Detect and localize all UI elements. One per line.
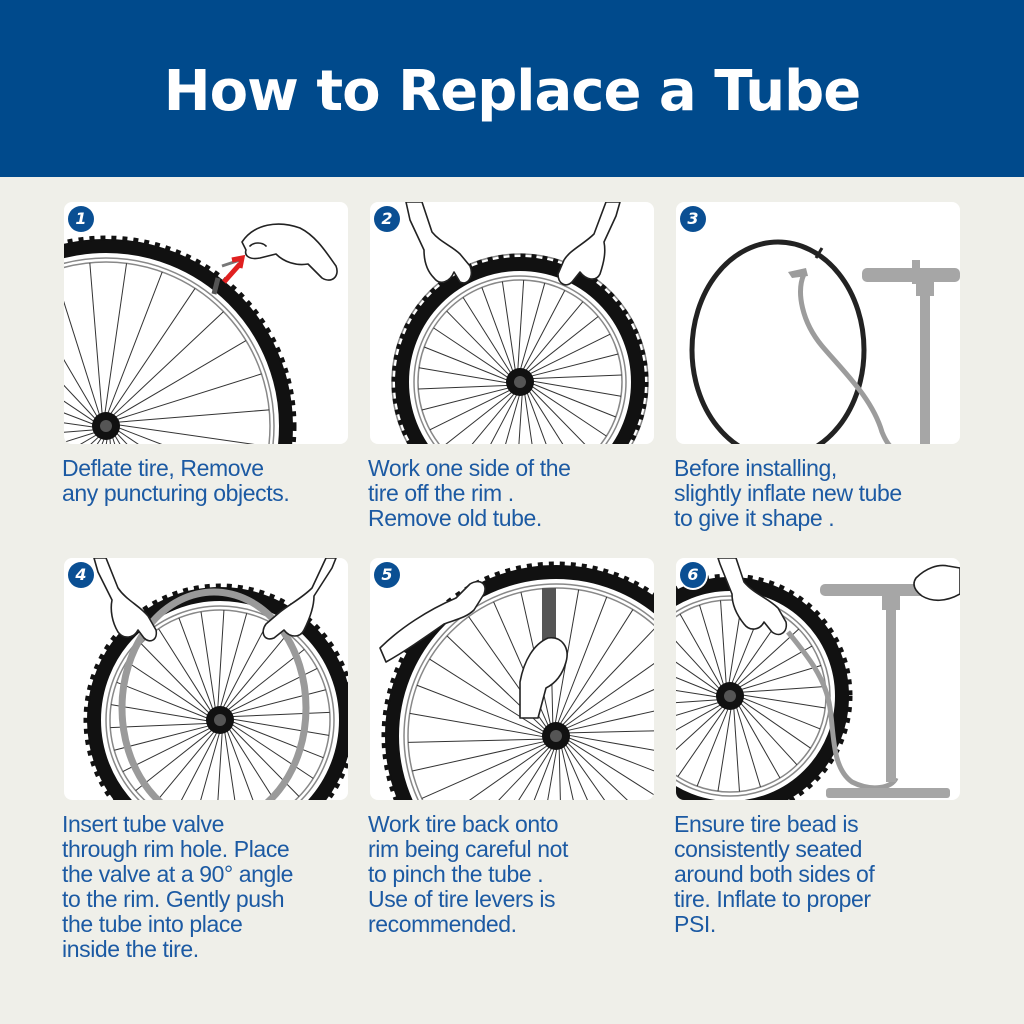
deflate-tire-illustration xyxy=(64,223,338,444)
insert-tube-illustration xyxy=(83,558,348,800)
step-5-caption: Work tire back onto rim being careful no… xyxy=(368,811,568,937)
step-4-number-badge: 4 xyxy=(68,562,94,588)
step-4-panel: 4 xyxy=(64,558,348,800)
step-3-caption: Before installing, slightly inflate new … xyxy=(674,455,902,531)
remove-tire-illustration xyxy=(391,202,649,444)
header-banner: How to Replace a Tube xyxy=(0,0,1024,177)
step-3-number-badge: 3 xyxy=(680,206,706,232)
step-6: 6 Ensure tire bead is consistently seate… xyxy=(674,558,960,937)
step-1-caption: Deflate tire, Remove any puncturing obje… xyxy=(62,455,290,506)
step-4: 4 Insert tube valve through rim hole. Pl… xyxy=(62,558,348,962)
step-5-panel: 5 xyxy=(370,558,654,800)
tire-lever-illustration xyxy=(379,561,654,800)
step-1-number-badge: 1 xyxy=(68,206,94,232)
inflate-tube-illustration xyxy=(689,239,960,444)
step-2-panel: 2 xyxy=(370,202,654,444)
step-2-number-badge: 2 xyxy=(374,206,400,232)
step-1-panel: 1 xyxy=(64,202,348,444)
page-title: How to Replace a Tube xyxy=(163,58,861,124)
step-6-panel: 6 xyxy=(676,558,960,800)
inflate-tire-illustration xyxy=(676,558,960,800)
step-5: 5 Work tire back onto rim being careful … xyxy=(368,558,654,937)
step-6-number-badge: 6 xyxy=(680,562,706,588)
step-4-caption: Insert tube valve through rim hole. Plac… xyxy=(62,811,294,962)
step-5-number-badge: 5 xyxy=(374,562,400,588)
step-3-panel: 3 xyxy=(676,202,960,444)
step-3: 3 Before installing, slightly inflate ne… xyxy=(674,202,960,531)
step-2: 2 Work one side of the tire off the rim … xyxy=(368,202,654,531)
step-6-caption: Ensure tire bead is consistently seated … xyxy=(674,811,875,937)
step-2-caption: Work one side of the tire off the rim . … xyxy=(368,455,571,531)
step-1: 1 Deflate tire, Remove any puncturing ob… xyxy=(62,202,348,506)
